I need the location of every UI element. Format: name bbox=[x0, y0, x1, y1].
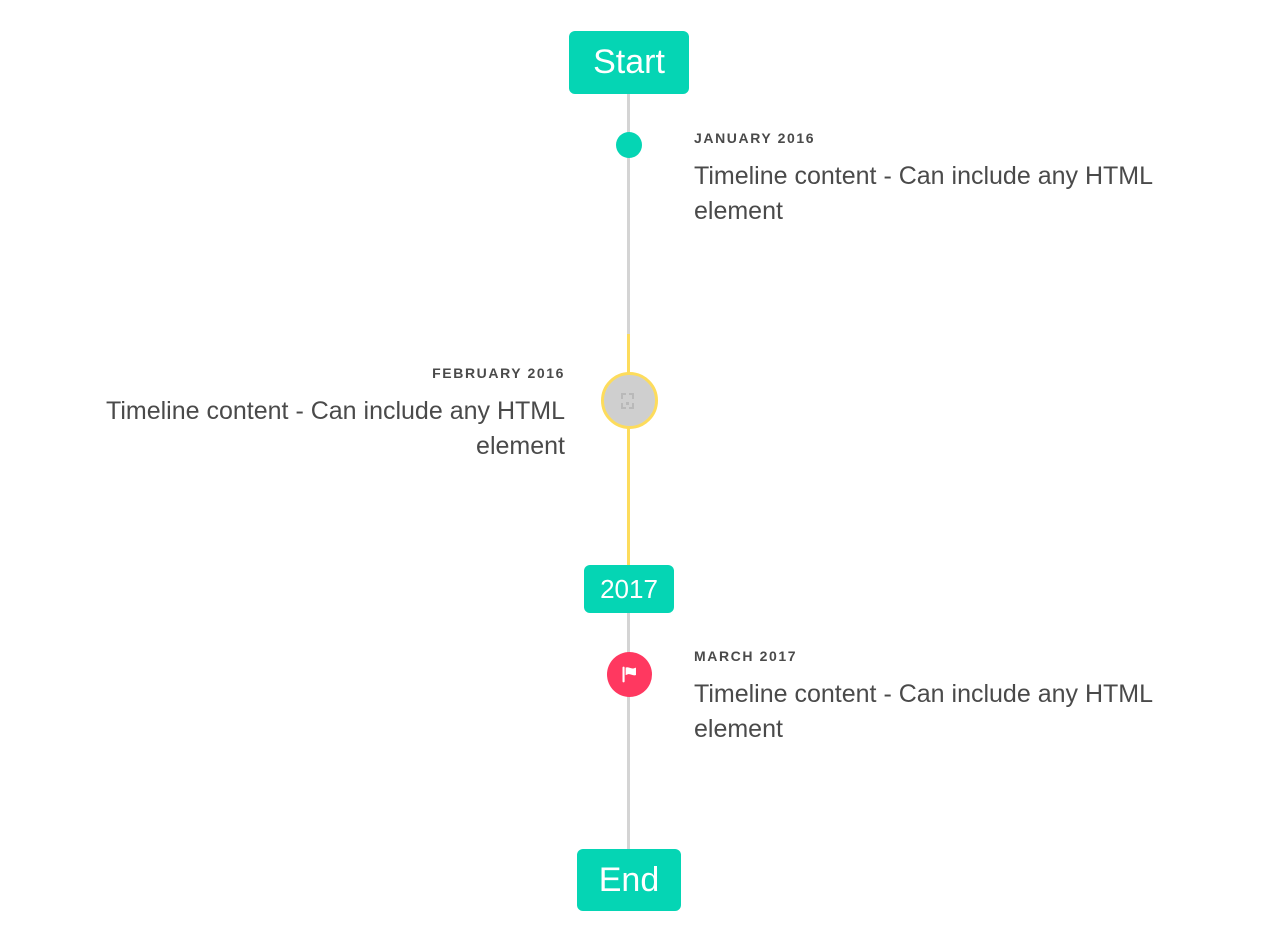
timeline-entry-body: Timeline content - Can include any HTML … bbox=[694, 679, 1153, 744]
timeline-marker-broken-image[interactable] bbox=[601, 372, 658, 429]
timeline-entry-march-2017: MARCH 2017 Timeline content - Can includ… bbox=[694, 648, 1239, 748]
timeline-axis-segment-bottom bbox=[627, 608, 630, 856]
timeline-footer-badge[interactable]: End bbox=[577, 849, 681, 911]
timeline-footer-badge-label: End bbox=[598, 860, 660, 899]
timeline-mid-badge-label: 2017 bbox=[600, 573, 658, 604]
timeline-header-badge-label: Start bbox=[593, 43, 665, 81]
timeline-header-badge[interactable]: Start bbox=[569, 31, 689, 94]
timeline-marker-dot[interactable] bbox=[616, 132, 642, 158]
timeline-axis-segment-yellow bbox=[627, 334, 630, 572]
broken-image-icon bbox=[620, 392, 639, 409]
timeline-entry-date: JANUARY 2016 bbox=[694, 130, 816, 146]
timeline-entry-date: FEBRUARY 2016 bbox=[432, 365, 565, 381]
timeline-axis-segment-top bbox=[627, 88, 630, 338]
timeline-entry-body: Timeline content - Can include any HTML … bbox=[106, 396, 565, 461]
flag-icon bbox=[622, 666, 636, 683]
timeline-marker-flag[interactable] bbox=[607, 652, 652, 697]
timeline-mid-badge-2017[interactable]: 2017 bbox=[584, 565, 674, 613]
timeline-entry-body: Timeline content - Can include any HTML … bbox=[694, 161, 1153, 226]
timeline-entry-date: MARCH 2017 bbox=[694, 648, 798, 664]
timeline-entry-february-2016: FEBRUARY 2016 Timeline content - Can inc… bbox=[20, 365, 565, 465]
timeline-entry-january-2016: JANUARY 2016 Timeline content - Can incl… bbox=[694, 130, 1239, 230]
